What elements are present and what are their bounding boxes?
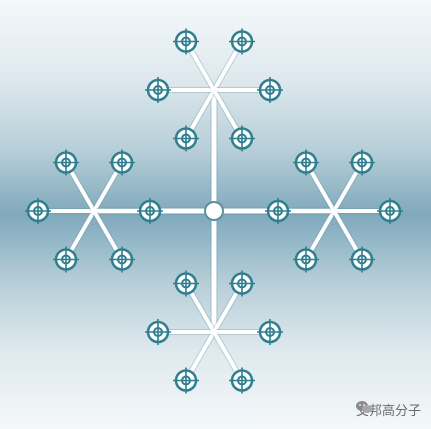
star-arm	[70, 209, 96, 252]
star-arm	[190, 49, 216, 92]
star-arm	[190, 291, 216, 334]
star-center	[90, 207, 98, 215]
star-arm	[212, 49, 238, 92]
watermark: 艾邦高分子	[355, 400, 421, 419]
star-arm	[332, 170, 358, 213]
star-center	[210, 86, 218, 94]
star-arm	[212, 88, 238, 131]
star-arm	[92, 170, 118, 213]
star-arm	[70, 170, 96, 213]
star-arm	[212, 291, 238, 334]
star-arm	[212, 330, 238, 373]
star-arm	[332, 209, 358, 252]
wechat-icon	[355, 401, 372, 413]
star-center	[330, 207, 338, 215]
star-arm	[310, 170, 336, 213]
star-arm	[310, 209, 336, 252]
star-arm	[92, 209, 118, 252]
watermark-text: 艾邦高分子	[355, 404, 421, 419]
star-center	[210, 328, 218, 336]
star-arm	[190, 330, 216, 373]
central-hub	[204, 201, 224, 221]
star-arm	[190, 88, 216, 131]
